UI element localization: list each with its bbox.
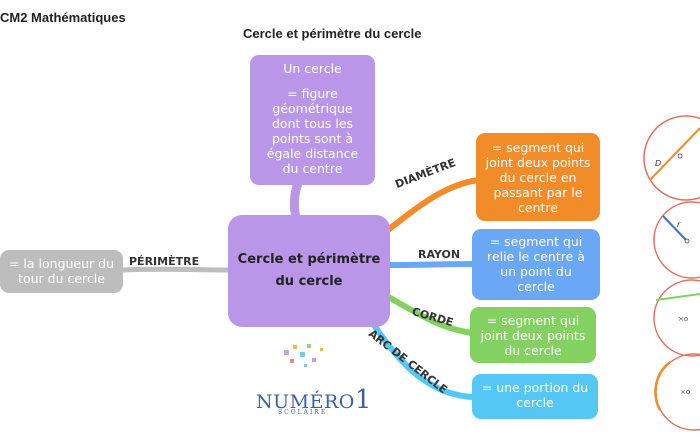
chord-center-mark: ×o: [678, 315, 688, 323]
corde-node: = segment qui joint deux points du cercl…: [470, 307, 596, 363]
connector-arc: [369, 320, 474, 400]
central-line2: du cercle: [275, 274, 343, 289]
connector-definition: [289, 178, 303, 223]
perimetre-label: PÉRIMÈTRE: [129, 255, 200, 268]
diameter-letter: D: [655, 159, 661, 168]
page-title: Cercle et périmètre du cercle: [243, 26, 422, 41]
central-node: Cercle et périmètre du cercle: [228, 215, 390, 327]
connector-diametre: [386, 177, 479, 233]
chord-illustration: ×o: [653, 279, 700, 357]
logo-sub: SCOLAIRE: [278, 409, 328, 416]
central-line1: Cercle et périmètre: [237, 252, 381, 267]
radius-illustration: r: [653, 201, 700, 279]
logo-main: NUMÉRO: [256, 391, 355, 413]
arc-center-mark: ×o: [680, 388, 690, 396]
connector-rayon: [387, 261, 474, 268]
rayon-label: RAYON: [418, 248, 461, 261]
logo-digit: 1: [354, 385, 372, 415]
diametre-node: = segment qui joint deux points du cercl…: [476, 133, 600, 221]
definition-node: Un cercle = figure géométrique dont tous…: [250, 55, 375, 185]
numero1-logo: NUMÉRO1 SCOLAIRE: [256, 385, 372, 416]
perimetre-node: = la longueur du tour du cercle: [0, 250, 123, 293]
rayon-node: = segment qui relie le centre à un point…: [472, 229, 600, 300]
connector-corde: [383, 292, 472, 336]
connector-perimetre: [122, 266, 231, 273]
arc-illustration: ×o: [654, 353, 700, 431]
level-title: CM2 Mathématiques: [0, 10, 126, 25]
radius-letter: r: [677, 220, 681, 229]
diameter-illustration: D: [643, 115, 700, 201]
definition-title: Un cercle: [283, 61, 342, 76]
arc-node: = une portion du cercle: [472, 374, 598, 419]
definition-text: = figure géométrique dont tous les point…: [266, 86, 359, 176]
logo-dots: [284, 344, 323, 367]
